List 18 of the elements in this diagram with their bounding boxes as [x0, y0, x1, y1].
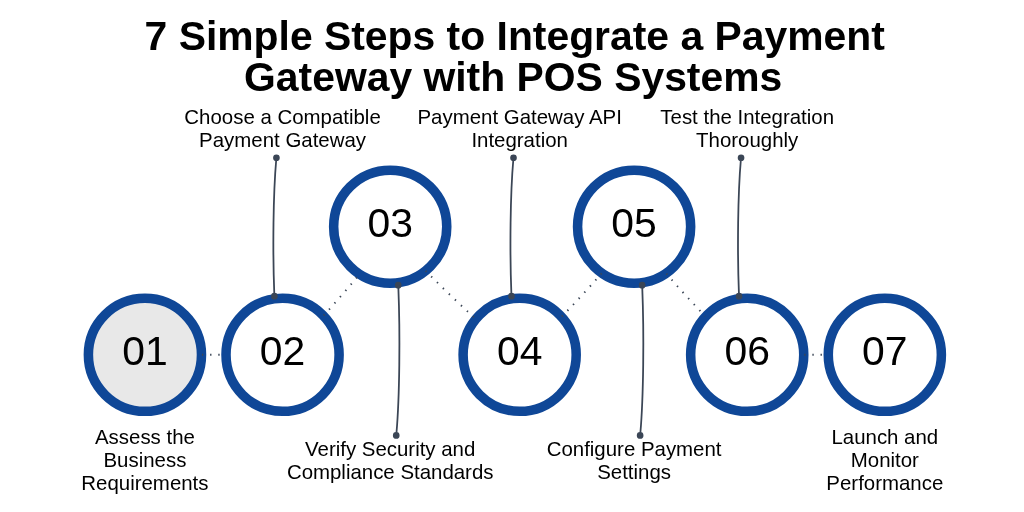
diagram-title: 7 Simple Steps to Integrate a Payment Gateway with POS Systems: [144, 13, 885, 101]
node-circle: 07: [823, 293, 946, 417]
connector: [664, 272, 706, 318]
connector: [392, 281, 402, 439]
connector: [735, 154, 744, 300]
connector: [507, 154, 517, 300]
connector: [270, 154, 280, 300]
node-text: Configure Payment Settings: [546, 437, 722, 483]
connector: [424, 269, 476, 320]
connector: [636, 281, 645, 439]
connector: [560, 272, 603, 318]
node-text: Test the Integration Thoroughly: [659, 105, 834, 151]
node-text: Choose a Compatible Payment Gateway: [183, 105, 381, 151]
node-label: Assess the Business Requirements: [80, 426, 209, 495]
node-label: Launch and Monitor Performance: [825, 426, 943, 495]
node-circle: 01: [83, 293, 206, 417]
node-text: Verify Security and Compliance Standards: [286, 437, 494, 483]
node-text: Payment Gateway API Integration: [416, 105, 622, 151]
